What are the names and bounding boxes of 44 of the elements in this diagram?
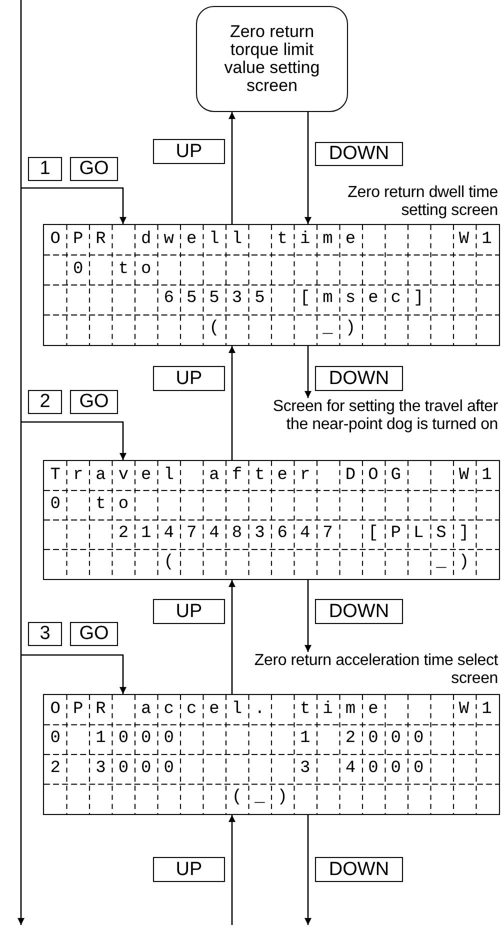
lcd-row-text: 65535 [msec] xyxy=(162,289,436,310)
screen-caption: Zero return acceleration time select screen xyxy=(253,652,498,688)
key-label: DOWN xyxy=(315,142,403,166)
arrow xyxy=(228,346,236,460)
lcd-screen xyxy=(43,694,500,815)
arrow xyxy=(21,187,126,224)
screen-caption: Screen for setting the travel after the near-point dog is turned on xyxy=(272,398,498,434)
key-label: GO xyxy=(70,390,118,414)
arrow xyxy=(21,421,126,460)
key-label: GO xyxy=(70,157,118,181)
lcd-row-text: ( _) xyxy=(162,553,482,574)
arrow xyxy=(304,580,312,652)
lcd-row-text: 0 to xyxy=(49,494,142,515)
lcd-row-text: OPR accel. time W1 xyxy=(49,700,502,720)
key-label: DOWN xyxy=(315,366,403,391)
lcd-screen xyxy=(43,460,500,580)
arrow xyxy=(228,815,236,925)
key-label: UP xyxy=(153,139,225,164)
lcd-screen xyxy=(43,224,500,346)
key-label: 3 xyxy=(28,622,62,646)
lcd-row-text: 2 3000 3 4000 xyxy=(49,758,436,779)
lcd-row-text: (_) xyxy=(230,788,300,808)
arrow xyxy=(228,112,236,224)
arrow xyxy=(304,815,312,925)
lcd-row-text: Travel after DOG W1 xyxy=(49,466,502,486)
key-label: 2 xyxy=(28,390,62,414)
key-label: GO xyxy=(70,622,118,646)
lcd-row-text: OPR dwell time W1 xyxy=(49,230,502,250)
key-label: UP xyxy=(153,599,225,624)
arrow xyxy=(304,346,312,398)
key-label: UP xyxy=(153,857,225,882)
lcd-row-text: 0 1000 1 2000 xyxy=(49,729,436,750)
arrow xyxy=(304,112,312,224)
key-label: DOWN xyxy=(315,599,403,624)
key-label: DOWN xyxy=(315,857,403,882)
key-label: UP xyxy=(153,366,225,391)
key-label: 1 xyxy=(28,157,62,181)
screen-caption: Zero return dwell time setting screen xyxy=(346,184,498,220)
lcd-row-text: 2147483647 [PLS] xyxy=(117,524,482,544)
arrow xyxy=(21,654,126,694)
process-box: Zero return torque limit value setting screen xyxy=(196,6,348,112)
lcd-row-text: ( _) xyxy=(208,319,368,340)
lcd-row-text: 0 to xyxy=(72,260,164,280)
arrow xyxy=(228,580,236,694)
